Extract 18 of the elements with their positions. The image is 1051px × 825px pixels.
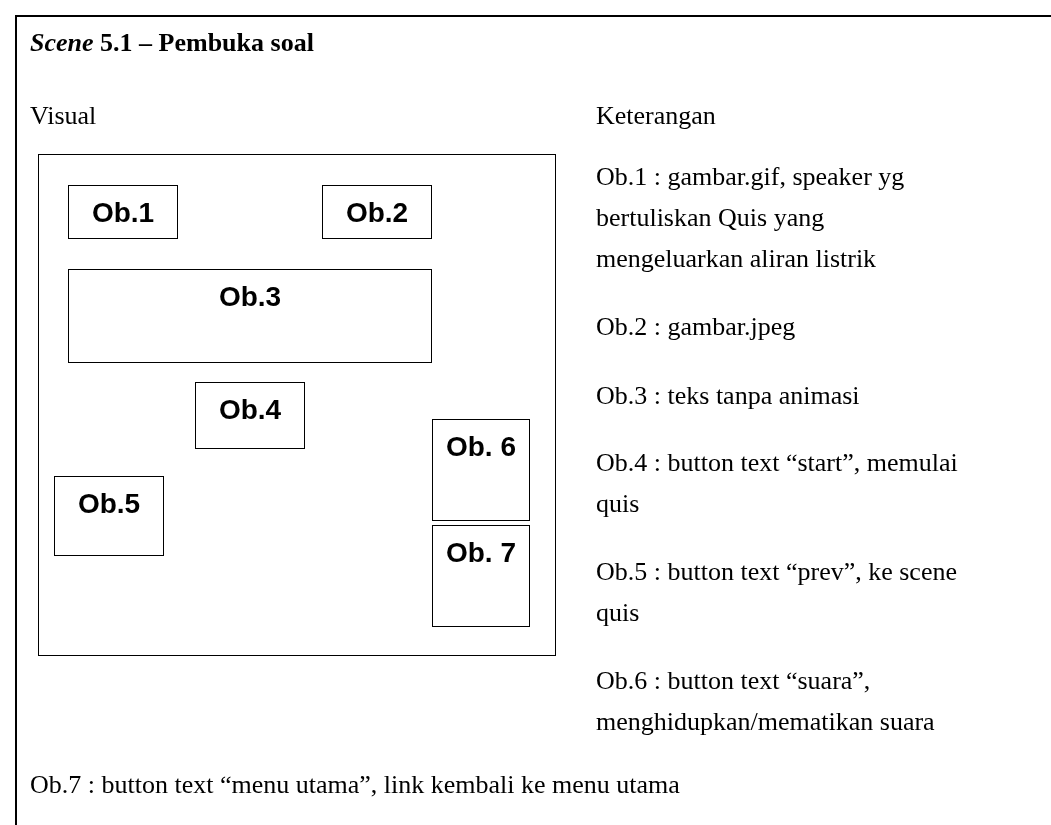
object-box: Ob.1 bbox=[68, 185, 178, 239]
description-text: Ob.3 : teks tanpa animasi bbox=[596, 380, 861, 412]
screen-frame bbox=[38, 154, 556, 656]
section-label: Visual bbox=[30, 100, 98, 132]
object-box: Ob.2 bbox=[322, 185, 432, 239]
object-box: Ob.3 bbox=[68, 269, 432, 363]
object-box: Ob.5 bbox=[54, 476, 164, 556]
object-box: Ob. 7 bbox=[432, 525, 530, 627]
scene-title: Scene 5.1 – Pembuka soal bbox=[30, 27, 314, 59]
object-box: Ob.4 bbox=[195, 382, 305, 449]
description-text: Ob.2 : gambar.jpeg bbox=[596, 311, 797, 343]
description-text: Ob.6 : button text “suara”, menghidupkan/mematikan suara bbox=[596, 665, 936, 738]
description-text: Ob.1 : gambar.gif, speaker yg bertuliskan Quis yang mengeluarkan aliran listrik bbox=[596, 161, 906, 275]
section-label: Keterangan bbox=[596, 100, 717, 132]
description-text: Ob.4 : button text “start”, memulai quis bbox=[596, 447, 959, 520]
description-text: Ob.7 : button text “menu utama”, link kembali ke menu utama bbox=[30, 769, 681, 801]
object-box: Ob. 6 bbox=[432, 419, 530, 521]
description-text: Ob.5 : button text “prev”, ke scene quis bbox=[596, 556, 958, 629]
